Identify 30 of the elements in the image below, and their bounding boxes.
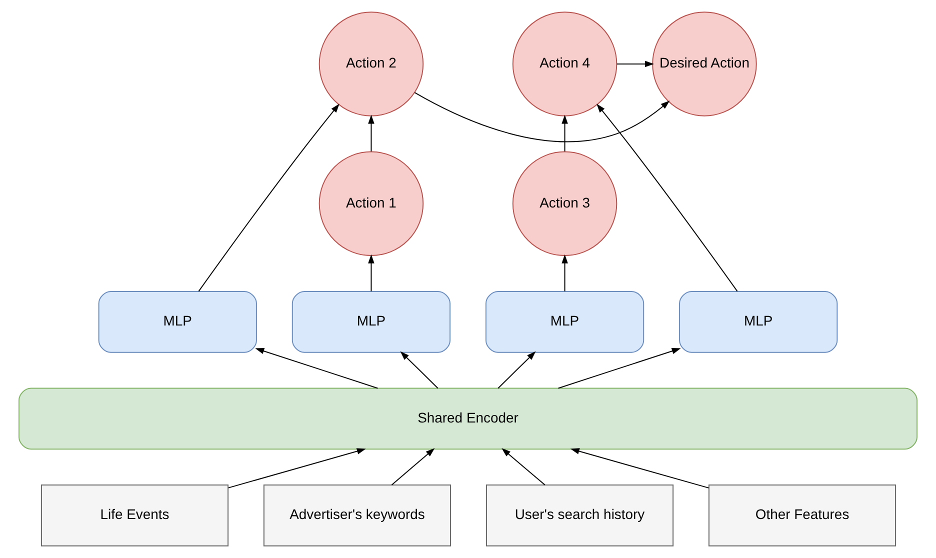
arrow [255, 348, 378, 389]
arrow [228, 448, 366, 488]
node-box: User's search history [486, 484, 674, 546]
arrow [570, 448, 710, 488]
arrow [562, 254, 568, 292]
arrow [498, 351, 536, 389]
node-box: MLP [292, 290, 451, 353]
arrow [616, 60, 654, 68]
node-box: Shared Encoder [18, 388, 918, 450]
node-box: Advertiser's keywords [263, 484, 452, 546]
arrow [502, 448, 546, 486]
arrow [198, 104, 340, 292]
arrow [558, 348, 681, 389]
node-circle: Action 3 [512, 151, 618, 256]
node-box: MLP [485, 290, 644, 353]
arrow [562, 114, 568, 152]
node-box: MLP [679, 290, 838, 353]
arrow [368, 114, 374, 152]
node-circle: Desired Action [652, 12, 757, 116]
node-circle: Action 1 [318, 151, 424, 256]
arrow [368, 254, 374, 292]
node-box: Other Features [708, 484, 896, 546]
node-box: MLP [98, 290, 257, 353]
node-box: Life Events [40, 484, 229, 546]
arrow [400, 351, 438, 389]
arrow [414, 92, 670, 142]
node-circle: Action 2 [318, 12, 424, 116]
arrow [596, 104, 738, 292]
node-circle: Action 4 [512, 12, 618, 116]
arrow [391, 448, 435, 486]
